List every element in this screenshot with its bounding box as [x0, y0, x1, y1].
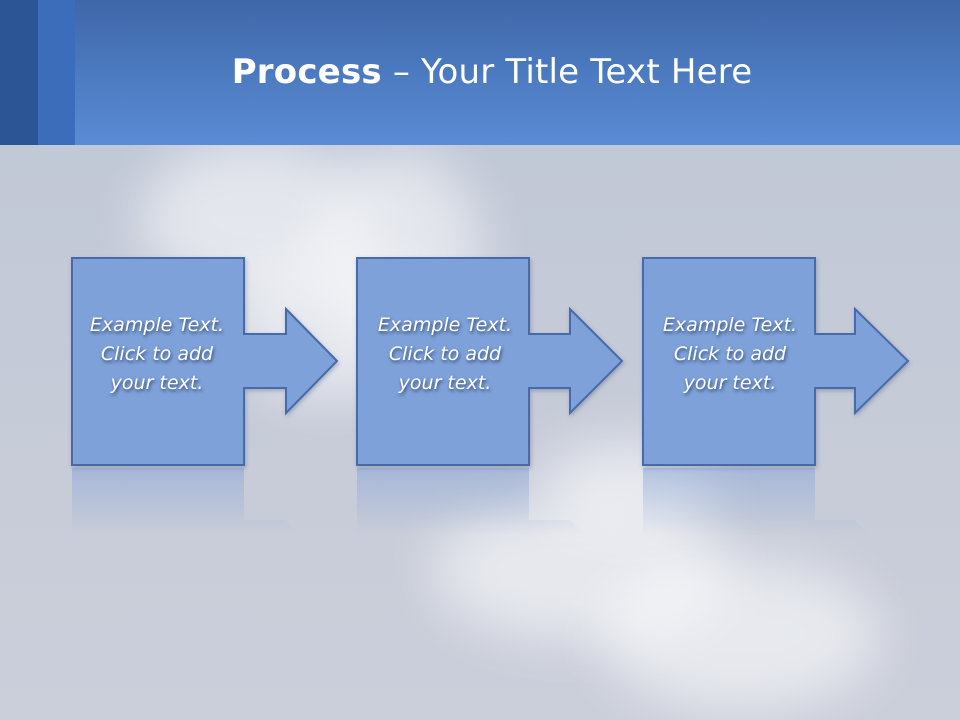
step-1-line-3: your text. [110, 372, 204, 394]
step-2-line-3: your text. [398, 372, 492, 394]
step-2-arrow-box[interactable] [356, 257, 624, 466]
step-2-line-1: Example Text. [377, 314, 513, 336]
step-1-reflection [72, 468, 300, 535]
page-title[interactable]: Process – Your Title Text Here [0, 52, 960, 92]
step-3-line-1: Example Text. [662, 314, 798, 336]
cloud-5 [600, 560, 880, 710]
step-3-line-3: your text. [683, 372, 777, 394]
header-bar: Process – Your Title Text Here [0, 0, 960, 145]
step-1-text[interactable]: Example Text. Click to add your text. [67, 311, 247, 398]
step-3-text[interactable]: Example Text. Click to add your text. [640, 311, 820, 398]
header-accent-strip-light [38, 0, 75, 145]
step-2-text[interactable]: Example Text. Click to add your text. [355, 311, 535, 398]
header-accent-strip [0, 0, 38, 145]
title-rest: – Your Title Text Here [381, 52, 753, 92]
step-3-reflection [643, 468, 869, 535]
title-bold: Process [231, 52, 382, 92]
step-1-line-1: Example Text. [89, 314, 225, 336]
step-2-reflection [357, 468, 584, 535]
step-2-line-2: Click to add [388, 343, 502, 365]
step-1-line-2: Click to add [100, 343, 214, 365]
step-3-line-2: Click to add [673, 343, 787, 365]
step-3-arrow-box[interactable] [642, 257, 910, 466]
step-1-arrow-box[interactable] [71, 257, 339, 466]
